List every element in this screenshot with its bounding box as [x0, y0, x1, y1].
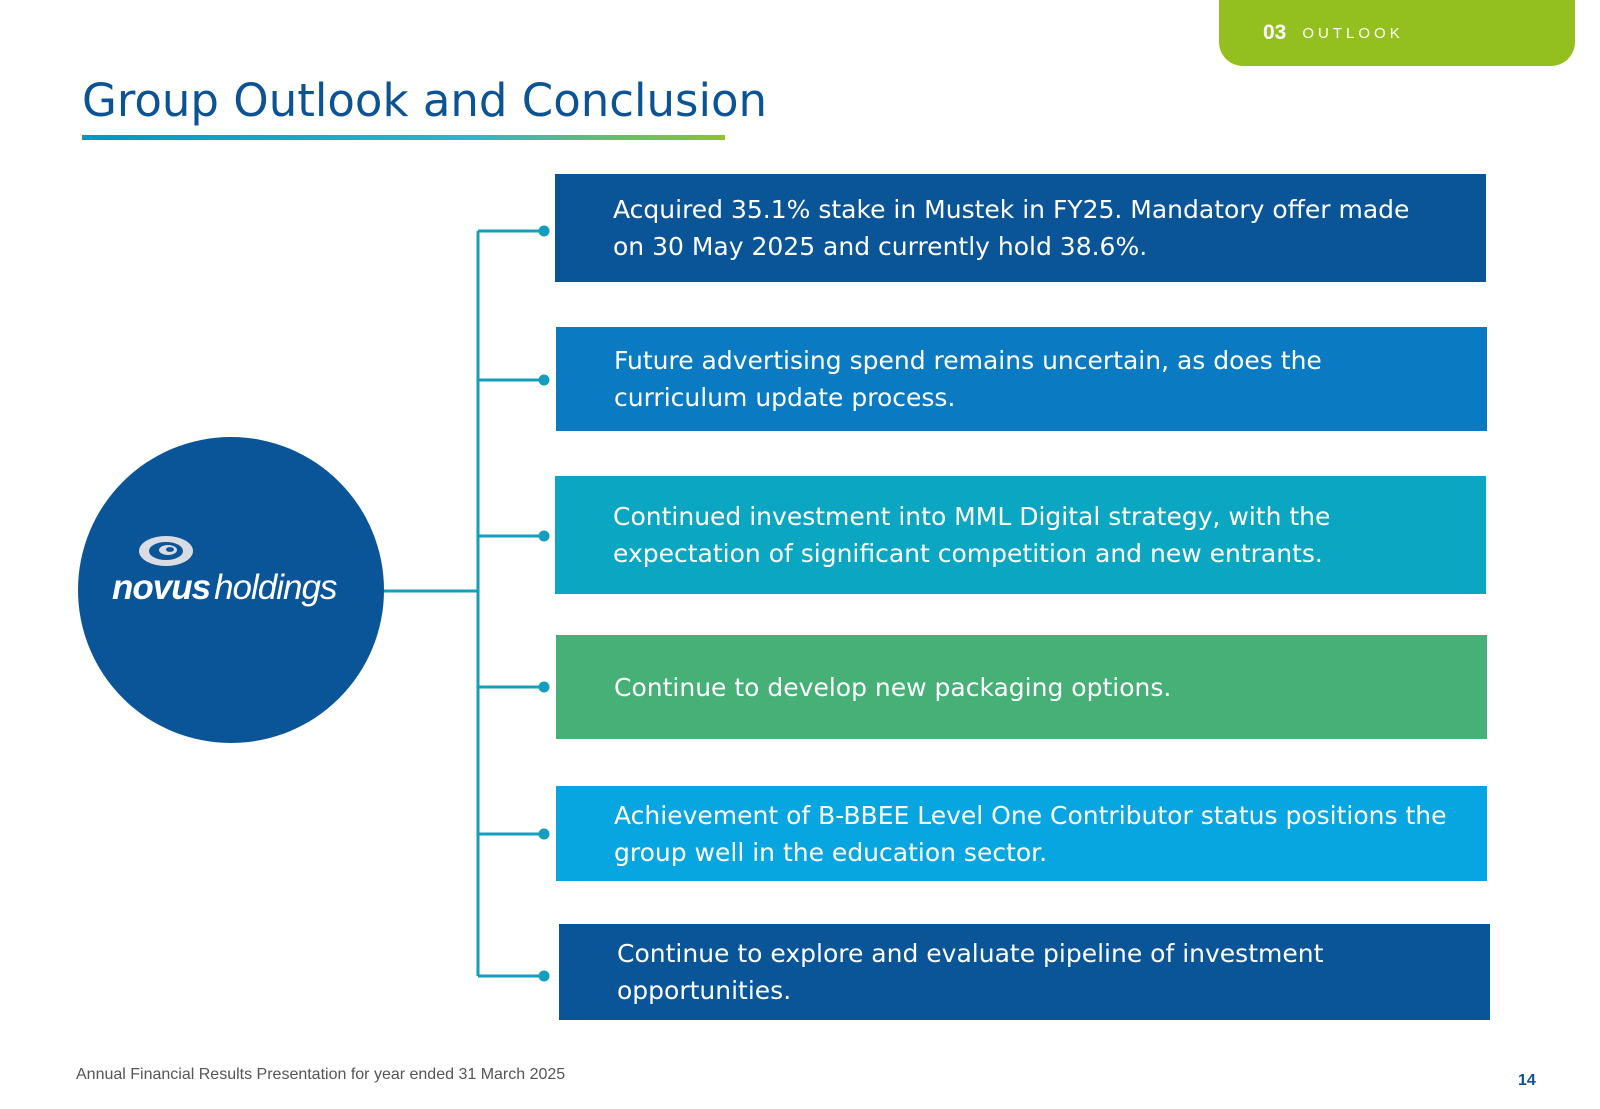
connector-dot [538, 681, 550, 693]
outlook-item-text: Continued investment into MML Digital st… [613, 502, 1331, 568]
outlook-item: Acquired 35.1% stake in Mustek in FY25. … [555, 174, 1486, 282]
logo-circle [78, 437, 384, 743]
connector-dot [538, 530, 550, 542]
outlook-item-text: Future advertising spend remains uncerta… [614, 346, 1322, 412]
outlook-item: Future advertising spend remains uncerta… [556, 327, 1487, 431]
section-tab: 03 OUTLOOK [1219, 0, 1575, 66]
footer-text: Annual Financial Results Presentation fo… [76, 1066, 566, 1083]
title-underline [82, 135, 725, 140]
connector-dot [538, 828, 550, 840]
section-label: OUTLOOK [1302, 24, 1404, 42]
outlook-item: Continue to explore and evaluate pipelin… [559, 924, 1490, 1020]
connector-dot [538, 970, 550, 982]
logo-wordmark-bold: novus [112, 568, 211, 607]
outlook-item-text: Continue to explore and evaluate pipelin… [617, 939, 1324, 1005]
outlook-item-text: Acquired 35.1% stake in Mustek in FY25. … [613, 195, 1410, 261]
outlook-item-text: Continue to develop new packaging option… [614, 672, 1172, 702]
section-number: 03 [1263, 21, 1287, 44]
logo-wordmark-regular: holdings [214, 568, 337, 607]
outlook-item: Continue to develop new packaging option… [556, 635, 1487, 739]
novus-swirl-icon [139, 536, 193, 566]
connector-dot [538, 225, 550, 237]
outlook-item: Continued investment into MML Digital st… [555, 476, 1486, 594]
page-number: 14 [1518, 1072, 1536, 1089]
connector-dot [538, 374, 550, 386]
outlook-item-text: Achievement of B-BBEE Level One Contribu… [614, 800, 1447, 867]
page-title: Group Outlook and Conclusion [82, 74, 768, 127]
outlook-item: Achievement of B-BBEE Level One Contribu… [556, 786, 1487, 881]
